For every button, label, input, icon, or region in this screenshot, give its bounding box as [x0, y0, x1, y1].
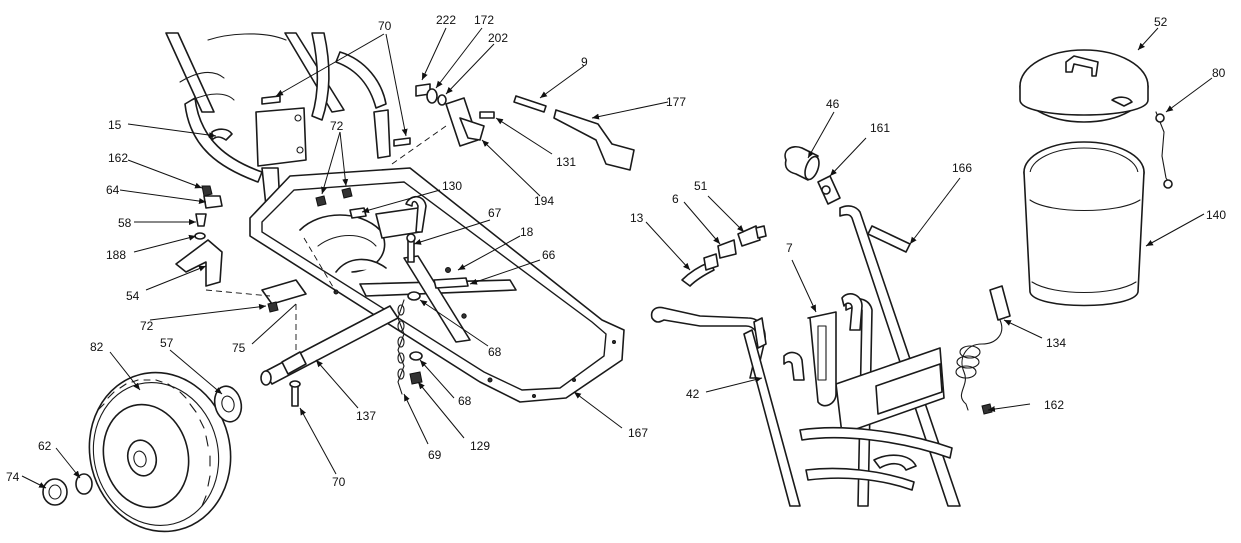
callout-66: 66 — [542, 248, 556, 262]
callout-131: 131 — [556, 155, 576, 169]
assembly-lines — [205, 125, 447, 352]
callout-161: 161 — [870, 121, 890, 135]
callout-57: 57 — [160, 336, 174, 350]
callout-129: 129 — [470, 439, 490, 453]
top-middle-hardware — [415, 83, 635, 171]
hose-fittings — [681, 225, 767, 287]
callout-82: 82 — [90, 340, 104, 354]
callout-172: 172 — [474, 13, 494, 27]
callout-70: 70 — [332, 475, 346, 489]
callout-46: 46 — [826, 97, 840, 111]
knob-46-clamp-161 — [784, 145, 841, 205]
callout-162: 162 — [108, 151, 128, 165]
callout-202: 202 — [488, 31, 508, 45]
callout-62: 62 — [38, 439, 52, 453]
callout-54: 54 — [126, 289, 140, 303]
hopper-140 — [1023, 141, 1145, 307]
cord-134-162 — [955, 285, 1011, 415]
callout-64: 64 — [106, 183, 120, 197]
callout-72: 72 — [140, 319, 154, 333]
callout-188: 188 — [106, 248, 126, 262]
callout-194: 194 — [534, 194, 554, 208]
callout-137: 137 — [356, 409, 376, 423]
callout-51: 51 — [694, 179, 708, 193]
callout-68: 68 — [488, 345, 502, 359]
callout-labels: 70 222 172 202 9 177 52 80 15 72 131 46 … — [6, 13, 1226, 489]
lid-52 — [1019, 49, 1149, 123]
wheel-82 — [88, 371, 232, 533]
callout-52: 52 — [1154, 15, 1168, 29]
sprocket-57 — [213, 385, 243, 423]
callout-9: 9 — [581, 55, 588, 69]
callout-69: 69 — [428, 448, 442, 462]
callout-177: 177 — [666, 95, 686, 109]
callout-15: 15 — [108, 118, 122, 132]
callout-166: 166 — [952, 161, 972, 175]
callout-140: 140 — [1206, 208, 1226, 222]
callout-167: 167 — [628, 426, 648, 440]
callout-162: 162 — [1044, 398, 1064, 412]
callout-6: 6 — [672, 192, 679, 206]
callout-42: 42 — [686, 387, 700, 401]
callout-58: 58 — [118, 216, 132, 230]
small-hardware-left — [175, 95, 469, 407]
leader-lines — [21, 27, 1213, 489]
callout-134: 134 — [1046, 336, 1066, 350]
tube-166 — [867, 225, 911, 253]
callout-74: 74 — [6, 470, 20, 484]
hub-parts-62-74 — [42, 473, 93, 506]
callout-80: 80 — [1212, 66, 1226, 80]
callout-7: 7 — [786, 241, 793, 255]
upper-handle-frame — [165, 32, 387, 183]
axle-137 — [260, 305, 399, 386]
callout-18: 18 — [520, 225, 534, 239]
callout-70: 70 — [378, 19, 392, 33]
lanyard-80 — [1155, 111, 1173, 189]
callout-72: 72 — [330, 119, 344, 133]
callout-222: 222 — [436, 13, 456, 27]
callout-130: 130 — [442, 179, 462, 193]
callout-68: 68 — [458, 394, 472, 408]
callout-13: 13 — [630, 211, 644, 225]
right-cart-handle-42 — [650, 205, 961, 507]
callout-75: 75 — [232, 341, 246, 355]
callout-67: 67 — [488, 206, 502, 220]
chain-69 — [397, 299, 405, 395]
